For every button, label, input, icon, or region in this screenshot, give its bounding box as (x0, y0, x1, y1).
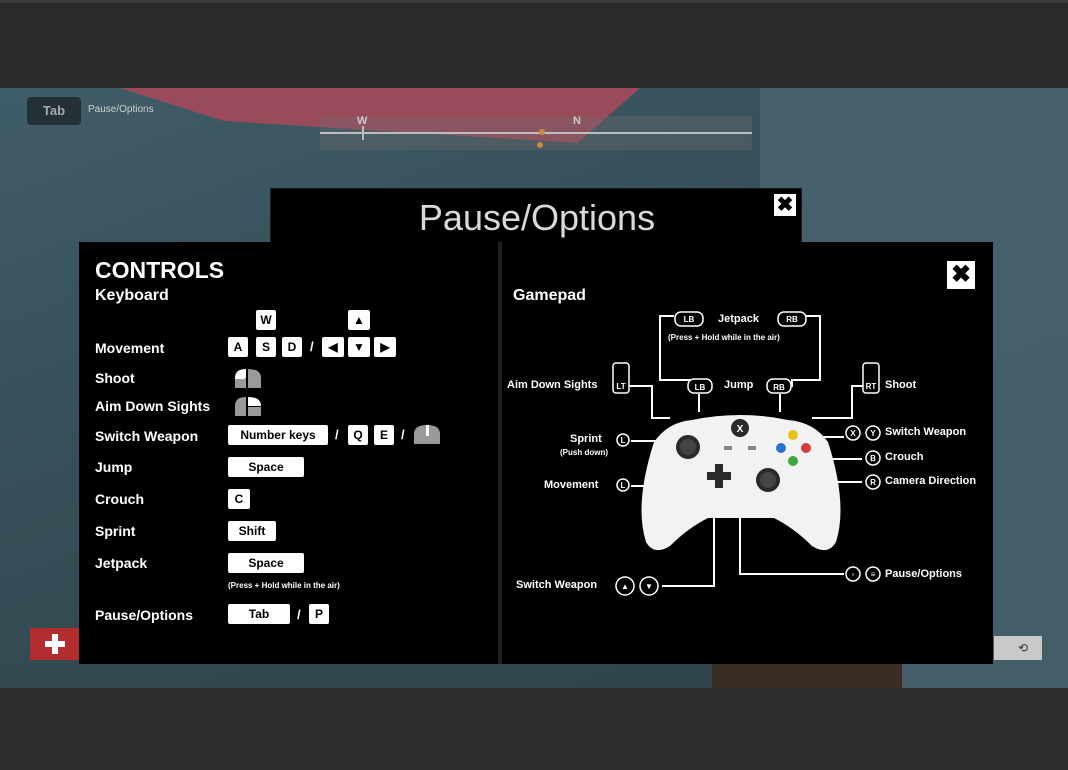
movement-separator: / (310, 339, 314, 354)
gp-switch-weapon-right-label: Switch Weapon (885, 426, 967, 438)
gp-pause-label: Pause/Options (885, 568, 963, 580)
gp-aim-label: Aim Down Sights (507, 379, 598, 391)
hud-tab-key: Tab (27, 97, 81, 125)
svg-text:▫: ▫ (852, 570, 855, 579)
pause-separator: / (297, 607, 301, 622)
mouse-left-click-icon (231, 368, 261, 388)
gp-shoot-label: Shoot (885, 379, 917, 391)
key-number-keys: Number keys (228, 425, 328, 445)
key-d: D (282, 337, 302, 357)
key-tab: Tab (228, 604, 290, 624)
compass: W N (320, 115, 752, 150)
close-button[interactable]: ✖ (774, 194, 796, 216)
key-arrow-down: ▼ (348, 337, 370, 357)
gp-badge-x: X (850, 429, 856, 438)
key-w: W (256, 310, 276, 330)
panel-close-button[interactable]: ✖ (947, 261, 975, 289)
key-arrow-left: ◀ (322, 337, 344, 357)
gp-movement-label: Movement (544, 479, 599, 491)
jetpack-note: (Press + Hold while in the air) (228, 581, 340, 590)
key-space-jump: Space (228, 457, 304, 477)
ammo-indicator: ⟲ (994, 636, 1042, 660)
compass-north: N (573, 115, 581, 127)
key-p: P (309, 604, 329, 624)
compass-tick (362, 126, 364, 140)
key-arrow-up: ▲ (348, 310, 370, 330)
shoot-label: Shoot (95, 370, 135, 386)
svg-text:X: X (737, 424, 744, 435)
compass-marker (539, 129, 545, 135)
key-arrow-right: ▶ (374, 337, 396, 357)
svg-text:≡: ≡ (871, 570, 876, 579)
controller-diagram: X (612, 311, 881, 596)
dialog-title: Pause/Options (418, 197, 656, 238)
gp-crouch-label: Crouch (885, 451, 924, 463)
controls-heading: CONTROLS (95, 257, 225, 283)
gamepad-panel: Gamepad ✖ (502, 242, 993, 664)
gp-camera-label: Camera Direction (885, 475, 977, 487)
gamepad-heading: Gamepad (513, 287, 586, 304)
jetpack-label: Jetpack (95, 555, 148, 571)
top-line (0, 0, 1068, 3)
gp-badge-lb-jump: LB (695, 383, 706, 392)
gp-sprint-label: Sprint (570, 433, 602, 445)
health-indicator (30, 628, 80, 660)
floor-dark (712, 663, 902, 688)
switch-weapon-label: Switch Weapon (95, 428, 199, 444)
pause-label: Pause/Options (95, 607, 194, 623)
bottom-band (0, 688, 1068, 770)
health-plus-icon (45, 634, 65, 654)
compass-marker-2 (537, 142, 543, 148)
key-q: Q (348, 425, 368, 445)
dialog-title-bar: Pause/Options ✖ (270, 188, 802, 244)
compass-line (320, 132, 752, 134)
key-s: S (256, 337, 276, 357)
mouse-wheel-icon (411, 424, 441, 444)
key-e: E (374, 425, 394, 445)
aim-label: Aim Down Sights (95, 398, 211, 414)
key-a: A (228, 337, 248, 357)
movement-label: Movement (95, 340, 165, 356)
gp-jetpack-label: Jetpack (718, 313, 759, 325)
keyboard-heading: Keyboard (95, 287, 169, 304)
gp-switch-weapon-left-label: Switch Weapon (516, 579, 598, 591)
switch-separator-2: / (401, 427, 405, 442)
sprint-label: Sprint (95, 523, 136, 539)
gp-badge-lb: LB (684, 315, 695, 324)
reload-icon: ⟲ (1018, 641, 1029, 655)
compass-west: W (357, 115, 368, 127)
crouch-label: Crouch (95, 491, 144, 507)
gp-badge-y: Y (870, 429, 876, 438)
gp-badge-ls-move: L (621, 481, 626, 490)
switch-separator-1: / (335, 427, 339, 442)
mouse-right-click-icon (231, 396, 261, 416)
gp-badge-r: R (870, 478, 876, 487)
key-c: C (228, 489, 250, 509)
panel-divider (498, 242, 502, 664)
gp-jump-label: Jump (724, 379, 754, 391)
gp-jetpack-note: (Press + Hold while in the air) (668, 333, 780, 342)
gp-badge-rb: RB (786, 315, 798, 324)
gp-badge-lt: LT (616, 382, 625, 391)
keyboard-panel: CONTROLS Keyboard Movement W ▲ A S D / ◀… (79, 242, 498, 664)
gp-badge-rt: RT (866, 382, 877, 391)
gp-sprint-note: (Push down) (560, 448, 608, 457)
key-space-jetpack: Space (228, 553, 304, 573)
top-band (0, 0, 1068, 88)
gp-badge-rb-jump: RB (773, 383, 785, 392)
gp-badge-b: B (870, 454, 876, 463)
svg-text:▼: ▼ (645, 582, 653, 591)
key-shift: Shift (228, 521, 276, 541)
svg-text:▲: ▲ (621, 582, 629, 591)
jump-label: Jump (95, 459, 133, 475)
hud-tab-label: Pause/Options (88, 104, 154, 115)
gp-badge-ls-sprint: L (621, 436, 626, 445)
